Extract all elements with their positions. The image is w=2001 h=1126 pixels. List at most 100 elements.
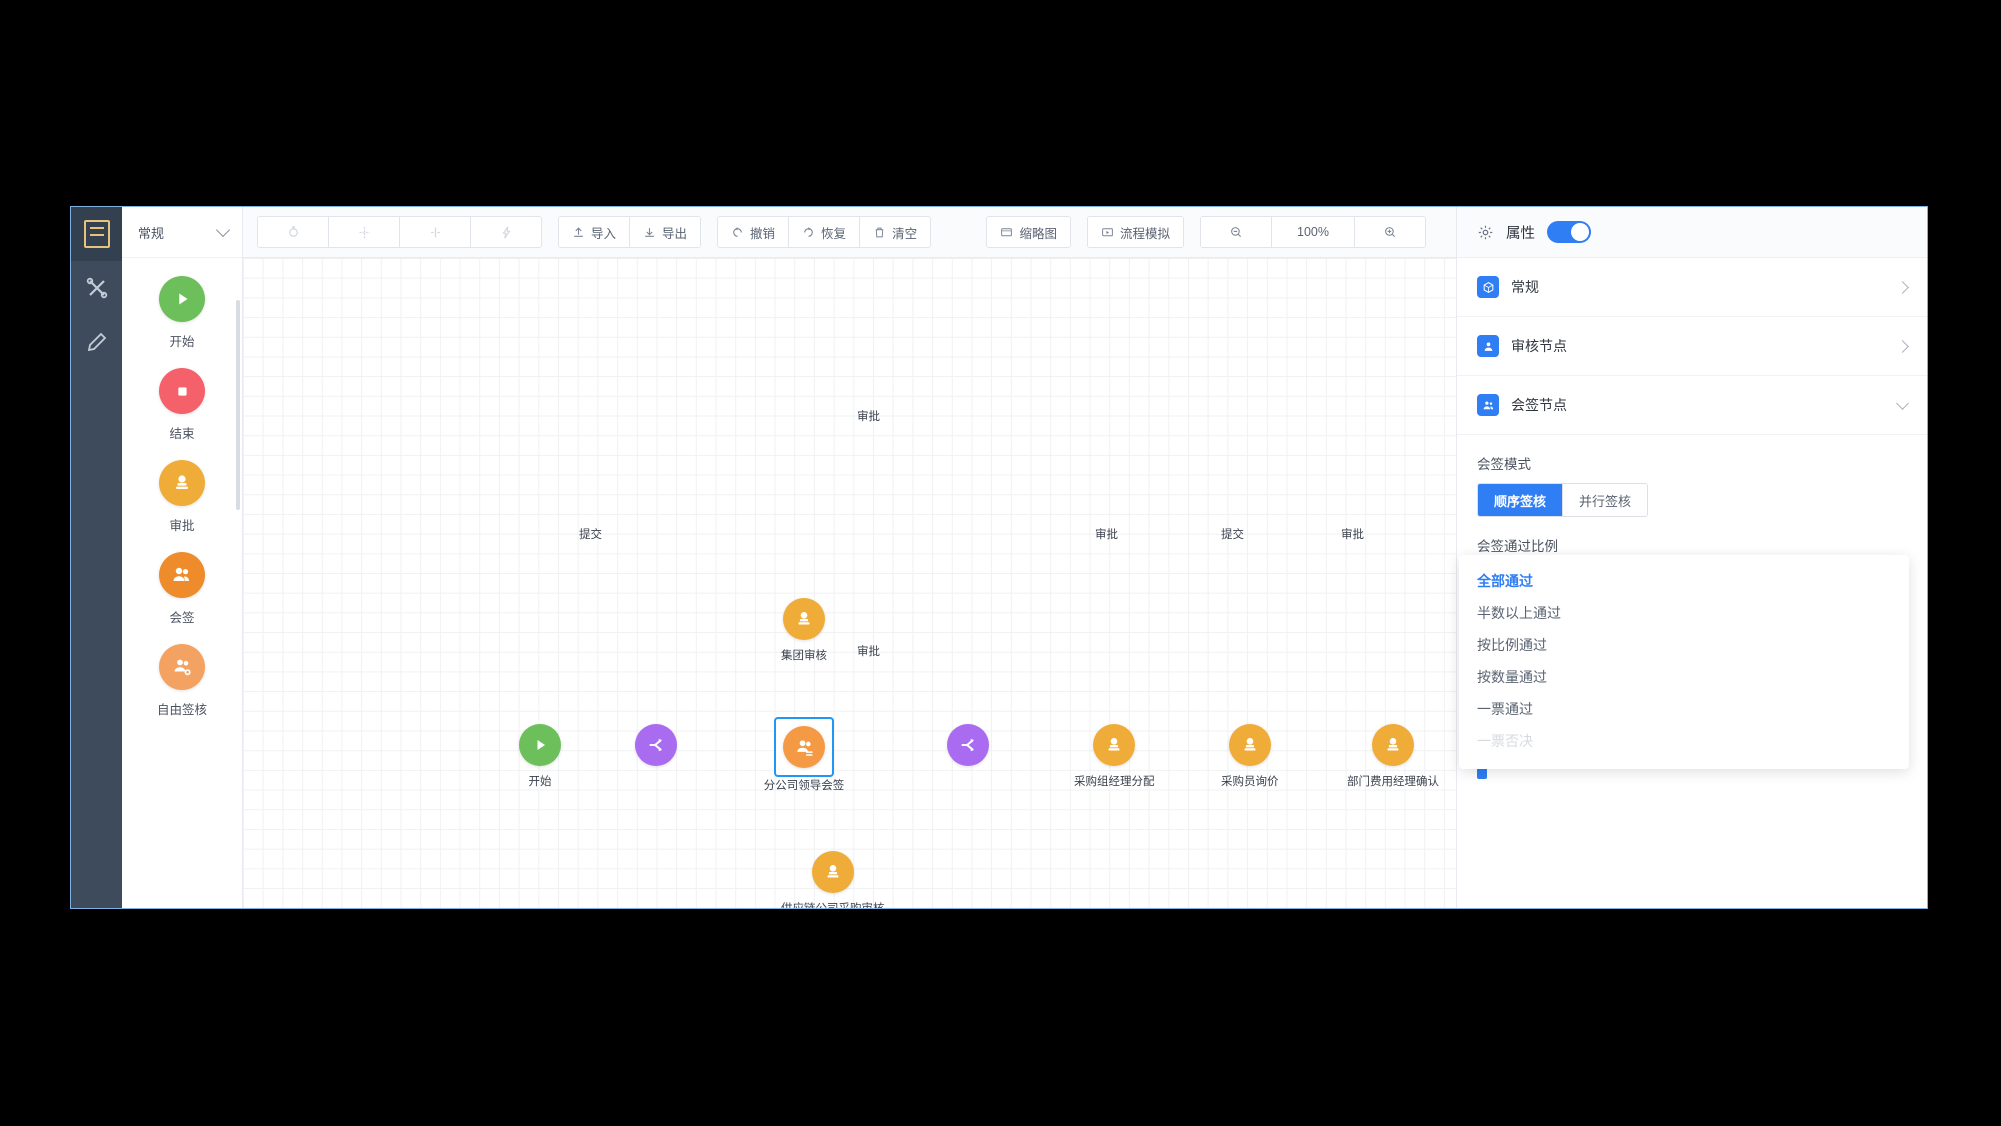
chevron-right-icon bbox=[1896, 280, 1909, 294]
export-label: 导出 bbox=[662, 226, 688, 241]
palette-scrollbar[interactable] bbox=[236, 300, 240, 510]
toolbar-group-align bbox=[257, 216, 542, 248]
form-panel-icon bbox=[83, 220, 110, 248]
stamp-icon bbox=[783, 598, 825, 640]
palette-group-header[interactable]: 常规 bbox=[122, 207, 242, 258]
edge-label: 审批 bbox=[857, 646, 880, 658]
stop-icon bbox=[159, 368, 205, 414]
node-palette: 常规 开始 结束 审批 bbox=[122, 207, 243, 908]
play-icon bbox=[519, 724, 561, 766]
node-group-review[interactable]: 集团审核 bbox=[781, 598, 827, 663]
rail-item-flow[interactable] bbox=[71, 261, 122, 315]
user-icon bbox=[1477, 335, 1499, 357]
distribute-icon-button[interactable] bbox=[329, 217, 400, 247]
node-buy-manager[interactable]: 采购组经理分配 bbox=[1074, 724, 1155, 789]
group-icon bbox=[783, 726, 825, 768]
flow-canvas[interactable]: 开始 集团审核 分公司领导会签 供应链公司采购审核 bbox=[243, 258, 1456, 908]
pass-ratio-label: 会签通过比例 bbox=[1477, 539, 1558, 554]
node-label: 分公司领导会签 bbox=[763, 780, 845, 792]
section-general[interactable]: 常规 bbox=[1457, 258, 1927, 317]
palette-item-free-sign[interactable]: 自由签核 bbox=[122, 644, 242, 718]
zoom-in-icon bbox=[1385, 227, 1396, 238]
simulate-label: 流程模拟 bbox=[1119, 226, 1170, 241]
node-branch-lead-countersign[interactable]: 分公司领导会签 bbox=[764, 717, 844, 792]
palette-item-approve[interactable]: 审批 bbox=[122, 460, 242, 534]
palette-list: 开始 结束 审批 bbox=[122, 258, 242, 908]
option-count-pass[interactable]: 按数量通过 bbox=[1477, 669, 1547, 685]
stamp-icon bbox=[159, 460, 205, 506]
node-start[interactable]: 开始 bbox=[519, 724, 561, 789]
palette-item-start[interactable]: 开始 bbox=[122, 276, 242, 350]
node-label: 供应链公司采购审核 bbox=[781, 900, 885, 908]
clear-button[interactable]: 清空 bbox=[860, 217, 931, 247]
seg-parallel[interactable]: 并行签核 bbox=[1563, 484, 1648, 516]
node-gateway-2[interactable] bbox=[947, 724, 989, 766]
clear-label: 清空 bbox=[892, 226, 918, 241]
section-countersign-node[interactable]: 会签节点 bbox=[1457, 376, 1927, 435]
section-review-node[interactable]: 审核节点 bbox=[1457, 317, 1927, 376]
properties-panel: 属性 常规 审核节点 会签节点 会签模式 顺序签核 并行签核 bbox=[1456, 207, 1927, 908]
option-majority-pass[interactable]: 半数以上通过 bbox=[1477, 605, 1561, 621]
redo-label: 恢复 bbox=[821, 226, 847, 241]
canvas-toolbar: 导入 导出 撤销 恢复 清空 bbox=[243, 207, 1456, 258]
toolbar-group-simulate: 流程模拟 bbox=[1086, 216, 1184, 248]
palette-item-label: 结束 bbox=[169, 427, 195, 441]
section-review-label: 审核节点 bbox=[1511, 338, 1567, 354]
node-label: 开始 bbox=[528, 776, 552, 788]
stamp-icon bbox=[811, 851, 854, 893]
option-single-veto[interactable]: 一票否决 bbox=[1477, 733, 1533, 749]
flow-designer-window: 常规 开始 结束 审批 bbox=[70, 206, 1928, 909]
flow-panel-icon bbox=[86, 277, 107, 299]
undo-label: 撤销 bbox=[750, 226, 776, 241]
pass-ratio-dropdown[interactable]: 全部通过 半数以上通过 按比例通过 按数量通过 一票通过 一票否决 bbox=[1459, 555, 1909, 769]
node-buyer-quote[interactable]: 采购员询价 bbox=[1221, 724, 1279, 789]
trash-icon bbox=[875, 227, 884, 237]
palette-item-label: 审批 bbox=[169, 519, 195, 533]
properties-title: 属性 bbox=[1506, 225, 1535, 242]
edge-label: 审批 bbox=[1341, 529, 1364, 541]
properties-header: 属性 bbox=[1457, 207, 1927, 258]
left-rail bbox=[71, 207, 122, 908]
center-icon-button[interactable] bbox=[400, 217, 471, 247]
gateway-icon bbox=[947, 724, 989, 766]
play-icon bbox=[159, 276, 205, 322]
rail-item-form[interactable] bbox=[71, 207, 122, 261]
toolbar-group-io: 导入 导出 bbox=[558, 216, 702, 248]
export-button[interactable]: 导出 bbox=[630, 217, 701, 247]
node-gateway-1[interactable] bbox=[635, 724, 677, 766]
bolt-icon-button[interactable] bbox=[471, 217, 541, 247]
simulate-icon bbox=[1102, 227, 1113, 236]
redo-button[interactable]: 恢复 bbox=[789, 217, 861, 247]
node-dept-cost[interactable]: 部门费用经理确认 bbox=[1347, 724, 1439, 789]
zoom-level[interactable]: 100% bbox=[1272, 217, 1355, 247]
node-supply-review[interactable]: 供应链公司采购审核 bbox=[781, 851, 885, 908]
chevron-down-icon bbox=[215, 222, 231, 238]
simulate-button[interactable]: 流程模拟 bbox=[1087, 217, 1183, 247]
gear-icon bbox=[1478, 225, 1493, 239]
palette-group-label: 常规 bbox=[138, 225, 165, 241]
option-single-pass[interactable]: 一票通过 bbox=[1477, 701, 1533, 717]
stamp-icon bbox=[1228, 724, 1271, 766]
import-label: 导入 bbox=[591, 226, 617, 241]
palette-item-label: 自由签核 bbox=[156, 703, 207, 717]
properties-toggle[interactable] bbox=[1547, 221, 1591, 243]
seg-sequential[interactable]: 顺序签核 bbox=[1478, 484, 1564, 516]
group-icon bbox=[159, 552, 205, 598]
users-icon bbox=[1477, 394, 1499, 416]
undo-button[interactable]: 撤销 bbox=[718, 217, 790, 247]
import-button[interactable]: 导入 bbox=[559, 217, 631, 247]
align-icon-button[interactable] bbox=[258, 217, 329, 247]
option-ratio-pass[interactable]: 按比例通过 bbox=[1477, 637, 1547, 653]
edge-label: 审批 bbox=[857, 411, 880, 423]
palette-item-end[interactable]: 结束 bbox=[122, 368, 242, 442]
thumbnail-button[interactable]: 缩略图 bbox=[987, 217, 1070, 247]
import-icon bbox=[574, 226, 583, 237]
rail-item-design[interactable] bbox=[71, 315, 122, 369]
zoom-out-button[interactable] bbox=[1201, 217, 1272, 247]
palette-item-countersign[interactable]: 会签 bbox=[122, 552, 242, 626]
design-panel-icon bbox=[87, 332, 106, 352]
toolbar-group-thumbnail: 缩略图 bbox=[986, 216, 1071, 248]
option-all-pass[interactable]: 全部通过 bbox=[1477, 573, 1533, 589]
export-icon bbox=[645, 227, 654, 237]
zoom-in-button[interactable] bbox=[1355, 217, 1425, 247]
